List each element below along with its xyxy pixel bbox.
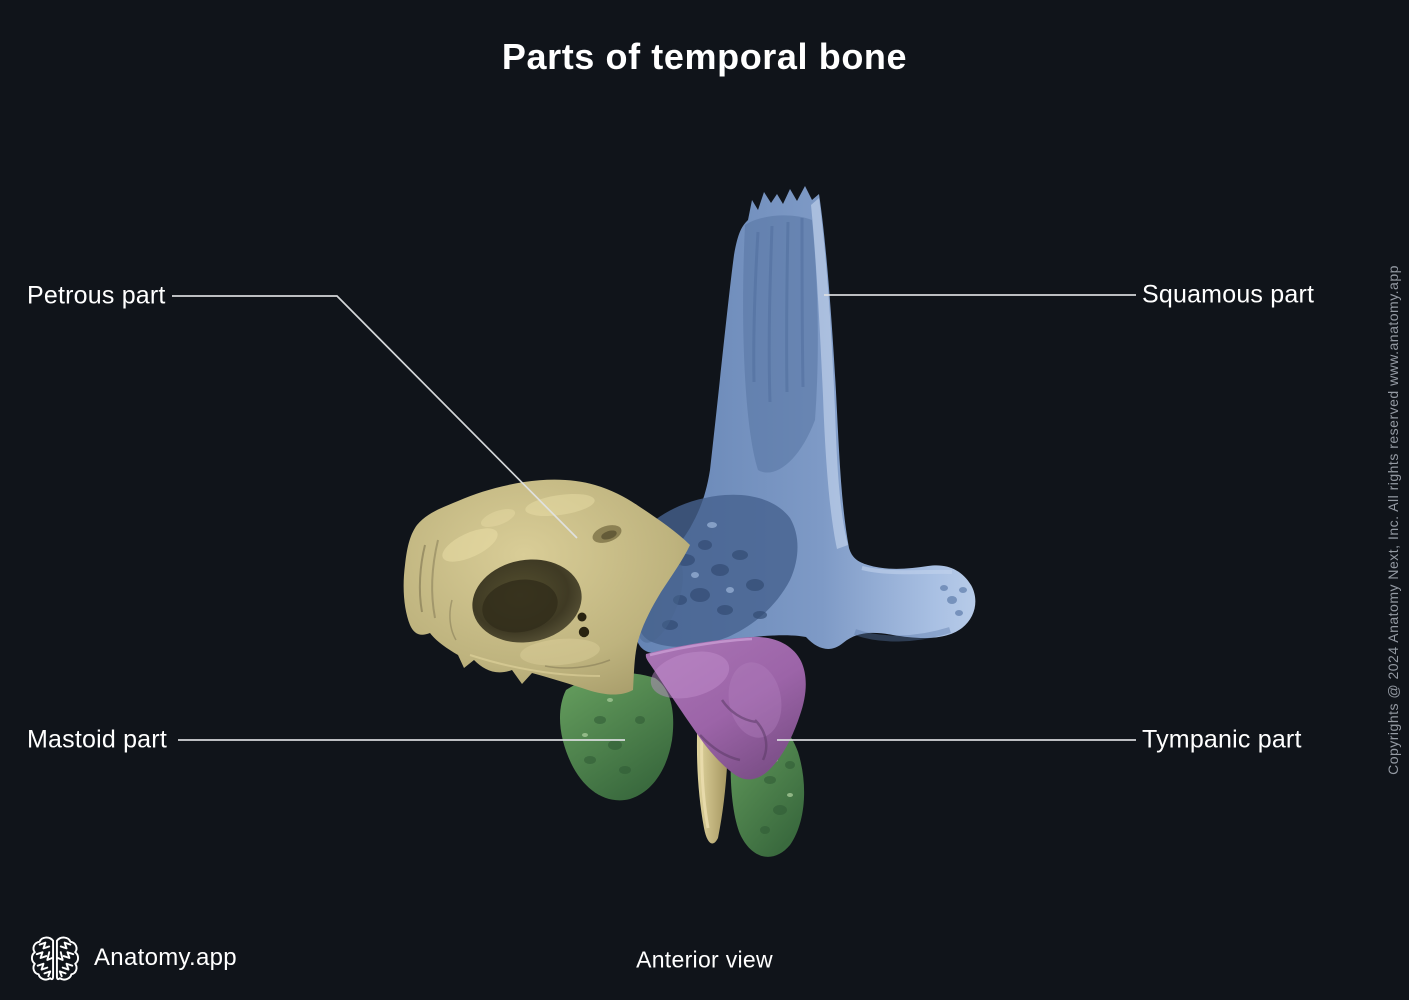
tympanic-sheen <box>650 651 730 699</box>
label-tympanic-part: Tympanic part <box>1142 725 1302 754</box>
zygomatic-shadow <box>853 627 951 642</box>
petrous-dent-core <box>601 530 617 540</box>
squamous-edge-highlight <box>811 198 848 549</box>
tympanic-wrinkles <box>699 699 768 762</box>
petrous-ridges <box>418 539 611 669</box>
leader-lines <box>172 294 1136 741</box>
mastoid-texture-dark <box>584 716 795 834</box>
petrous-foramen-2 <box>578 626 590 638</box>
squamous-part-region <box>635 186 976 653</box>
tympanic-rim-light <box>649 637 753 657</box>
squamous-rough-specks <box>691 522 734 593</box>
petrous-highlights <box>442 493 600 666</box>
brand-footer: Anatomy.app <box>30 931 330 985</box>
leader-line-petrous <box>172 295 578 539</box>
petrous-foramen-1 <box>577 612 587 622</box>
squamous-shading <box>743 215 818 473</box>
page-title: Parts of temporal bone <box>501 36 908 77</box>
petrous-rim-light <box>469 654 601 677</box>
squamous-crown-streaks <box>752 217 805 403</box>
petrous-depression-core <box>482 579 558 633</box>
petrous-part-region <box>403 479 690 695</box>
copyright-text: Copyrights @ 2024 Anatomy Next, Inc. All… <box>1385 265 1401 775</box>
brand-name: Anatomy.app <box>94 944 237 971</box>
label-mastoid-part: Mastoid part <box>27 725 167 754</box>
mastoid-left-lobe-shape <box>559 673 674 801</box>
label-squamous-part: Squamous part <box>1142 280 1315 309</box>
view-label: Anterior view <box>636 946 773 973</box>
squamous-wedge-shade <box>637 557 683 643</box>
tympanic-part-region <box>645 636 806 780</box>
brain-icon <box>30 936 80 981</box>
mastoid-texture-light <box>582 698 793 797</box>
zygomatic-highlight <box>861 566 953 575</box>
label-petrous-part: Petrous part <box>27 281 166 310</box>
zygomatic-knob-texture <box>940 585 967 616</box>
